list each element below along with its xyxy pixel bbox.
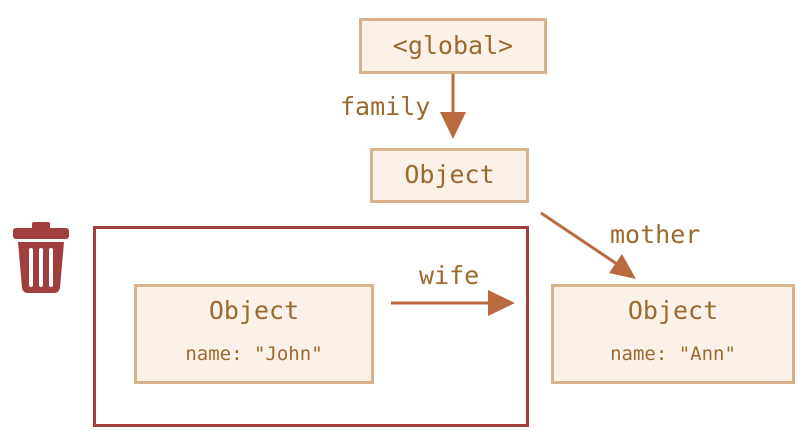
arrowhead [609, 254, 636, 279]
node-john-object-title: Object [208, 296, 300, 325]
unreachable-island-frame [93, 226, 529, 427]
node-john-object: Object name: "John" [134, 284, 374, 384]
node-john-object-name: name: "John" [185, 343, 323, 365]
node-global: <global> [359, 18, 547, 74]
edge-label-mother: mother [610, 220, 701, 249]
edge-label-family: family [340, 92, 431, 121]
edge-label-wife: wife [419, 261, 480, 290]
arrowhead [488, 290, 515, 316]
edge-wife [391, 290, 515, 316]
edge-family [440, 74, 466, 139]
arrowhead [440, 112, 466, 139]
node-ann-object: Object name: "Ann" [551, 284, 795, 384]
node-ann-object-name: name: "Ann" [610, 343, 736, 365]
node-family-object-title: Object [404, 160, 495, 189]
trash-icon [13, 222, 69, 293]
edge-mother [540, 211, 636, 279]
node-family-object: Object [370, 148, 529, 203]
node-ann-object-title: Object [627, 296, 719, 325]
node-global-title: <global> [392, 31, 514, 60]
